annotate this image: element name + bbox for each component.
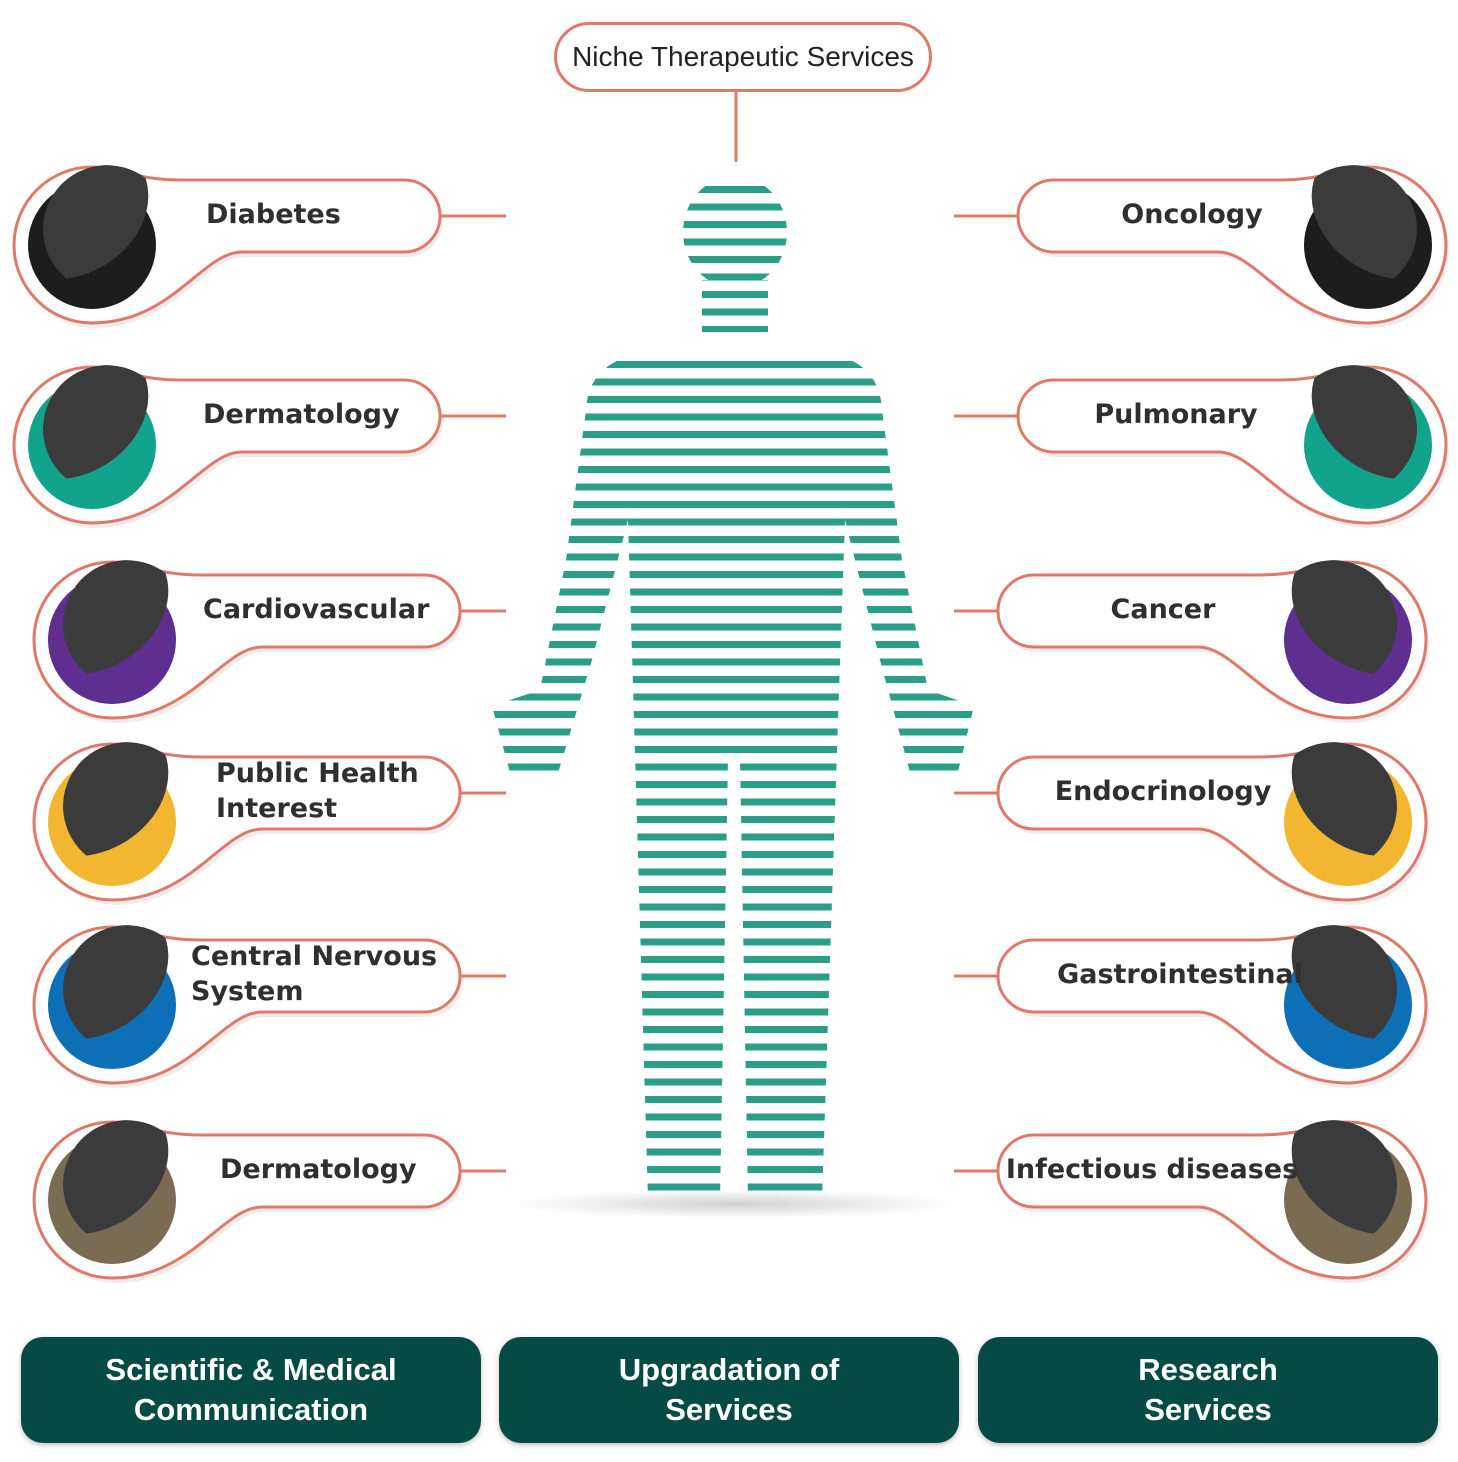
left-callout-2 (12, 341, 506, 528)
body-stripe (492, 238, 974, 246)
body-stripe (492, 1183, 974, 1191)
body-stripe (492, 186, 974, 193)
left-callout-5 (32, 901, 506, 1088)
body-stripe (492, 431, 974, 438)
body-stripe (492, 851, 974, 858)
body-stripe (492, 886, 974, 893)
body-stripe (492, 693, 974, 701)
left-callout-4 (32, 718, 506, 905)
left-category-label: Cardiovascular (203, 593, 430, 625)
left-category-label: Interest (216, 793, 338, 824)
button-label-line: Communication (133, 1392, 369, 1427)
button-label-line: Services (1144, 1392, 1272, 1427)
right-category-label: Endocrinology (1054, 775, 1272, 807)
button-label-line: Research (1138, 1352, 1278, 1387)
body-stripe (492, 676, 974, 683)
button-label-line: Upgradation of (618, 1352, 840, 1387)
body-stripe (492, 991, 974, 998)
body-stripe (492, 326, 974, 333)
body-stripe (492, 1131, 974, 1138)
body-stripe (492, 448, 974, 456)
right-callout-2 (954, 341, 1449, 528)
body-stripe (492, 413, 974, 421)
body-stripe (492, 203, 974, 211)
body-stripe (492, 956, 974, 963)
right-callout-4 (954, 718, 1429, 905)
left-category-label: Dermatology (203, 398, 400, 430)
right-category-label: Cancer (1110, 593, 1216, 625)
body-stripe (492, 1008, 974, 1016)
body-stripe (492, 553, 974, 561)
body-stripe (492, 728, 974, 736)
body-stripe (492, 973, 974, 981)
right-category-label: Oncology (1121, 198, 1263, 230)
body-stripe (492, 746, 974, 753)
body-stripe (492, 1026, 974, 1033)
right-category-label: Infectious diseases (1005, 1153, 1299, 1185)
body-stripe (492, 833, 974, 841)
body-stripe (492, 816, 974, 823)
body-stripe (492, 1061, 974, 1068)
diagram-title: Niche Therapeutic Services (554, 22, 932, 92)
body-stripe (492, 361, 974, 368)
body-stripe (492, 343, 974, 351)
body-stripe (492, 256, 974, 263)
left-category-label: Central Nervous (191, 941, 438, 972)
body-stripe (492, 588, 974, 596)
body-stripe (492, 938, 974, 946)
body-stripe (492, 1166, 974, 1173)
body-stripe (492, 763, 974, 771)
body-stripe (492, 466, 974, 473)
body-stripe (492, 658, 974, 666)
body-stripe (492, 868, 974, 876)
right-callout-5 (954, 901, 1429, 1088)
body-stripe (492, 606, 974, 613)
upgradation-of-services-button[interactable]: Upgradation of Services (499, 1337, 959, 1443)
body-stripe (492, 536, 974, 543)
right-category-label: Gastrointestinal (1057, 958, 1303, 990)
body-stripe (492, 501, 974, 508)
body-stripe (492, 781, 974, 788)
body-stripe (492, 921, 974, 928)
body-stripe (492, 1078, 974, 1086)
body-stripe (492, 1113, 974, 1121)
body-stripe (492, 396, 974, 403)
body-stripe (492, 221, 974, 228)
left-category-label: Diabetes (206, 198, 341, 230)
body-stripe (492, 483, 974, 491)
right-category-label: Pulmonary (1094, 398, 1258, 430)
body-stripe (492, 1096, 974, 1103)
body-stripe (492, 378, 974, 386)
left-category-label: Dermatology (220, 1153, 417, 1185)
body-stripe (492, 798, 974, 806)
body-stripe (492, 623, 974, 631)
body-stripe (492, 1043, 974, 1051)
body-stripe (492, 1148, 974, 1156)
body-stripe (492, 518, 974, 526)
button-label-line: Services (665, 1392, 793, 1427)
button-label-line: Scientific & Medical (105, 1352, 397, 1387)
body-stripe (492, 308, 974, 316)
body-stripe (492, 641, 974, 648)
body-stripe (492, 273, 974, 281)
body-floor-shadow (505, 1190, 965, 1218)
body-stripe (492, 711, 974, 718)
body-stripe (492, 903, 974, 911)
left-category-label: System (191, 976, 304, 1007)
left-category-label: Public Health (216, 758, 419, 789)
right-callout-3 (954, 536, 1429, 723)
body-stripe (492, 291, 974, 298)
human-body-figure (492, 186, 974, 1191)
body-stripe (492, 571, 974, 578)
